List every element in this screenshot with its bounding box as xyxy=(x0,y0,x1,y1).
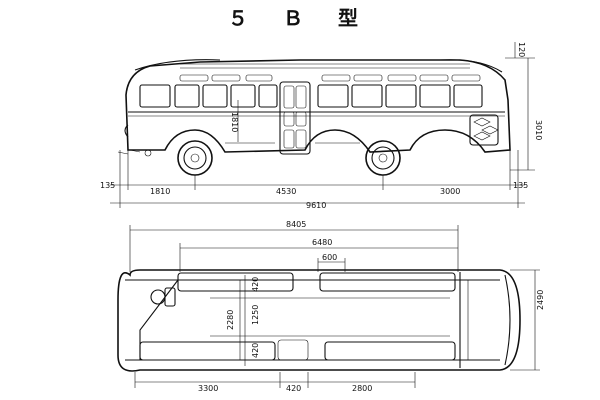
dim-rear-overhang: 3000 xyxy=(440,187,460,196)
dim-top-roof: 120 xyxy=(517,42,526,57)
seats-bottom xyxy=(139,341,456,361)
dim-rear-len: 2800 xyxy=(352,384,372,393)
dim-width: 2490 xyxy=(536,290,545,310)
plan-body-outline xyxy=(117,269,521,372)
driver-seat xyxy=(150,287,176,307)
dim-front-overhang: 1810 xyxy=(150,187,170,196)
seats-top xyxy=(177,272,456,292)
dim-seat-b: 420 xyxy=(251,343,260,358)
dim-wheelbase: 4530 xyxy=(276,187,296,196)
side-dimensions xyxy=(110,42,535,208)
dim-door-w2: 420 xyxy=(286,384,301,393)
front-wheel xyxy=(177,140,213,176)
side-door xyxy=(279,81,311,155)
dim-door-width: 600 xyxy=(322,253,337,262)
dim-window-height: 1810 xyxy=(230,112,239,132)
drawing-title: ５ Ｂ 型 xyxy=(228,6,372,30)
side-windows xyxy=(139,74,483,108)
bus-side-view xyxy=(117,59,511,176)
dim-rear-bumper: 135 xyxy=(513,181,528,190)
dim-height: 3010 xyxy=(534,120,543,140)
dim-seat-a: 420 xyxy=(251,277,260,292)
dim-length-a: 8405 xyxy=(286,220,306,229)
rear-grille xyxy=(469,114,499,146)
dim-overall-length: 9610 xyxy=(306,201,326,210)
dim-inner-width: 2280 xyxy=(226,310,235,330)
bus-plan-view xyxy=(117,269,521,372)
dim-aisle: 1250 xyxy=(251,305,260,325)
plan-dimensions xyxy=(129,225,540,388)
rear-wheel xyxy=(365,140,401,176)
dim-length-b: 6480 xyxy=(312,238,332,247)
dim-front-bumper: 135 xyxy=(100,181,115,190)
dim-front-len: 3300 xyxy=(198,384,218,393)
